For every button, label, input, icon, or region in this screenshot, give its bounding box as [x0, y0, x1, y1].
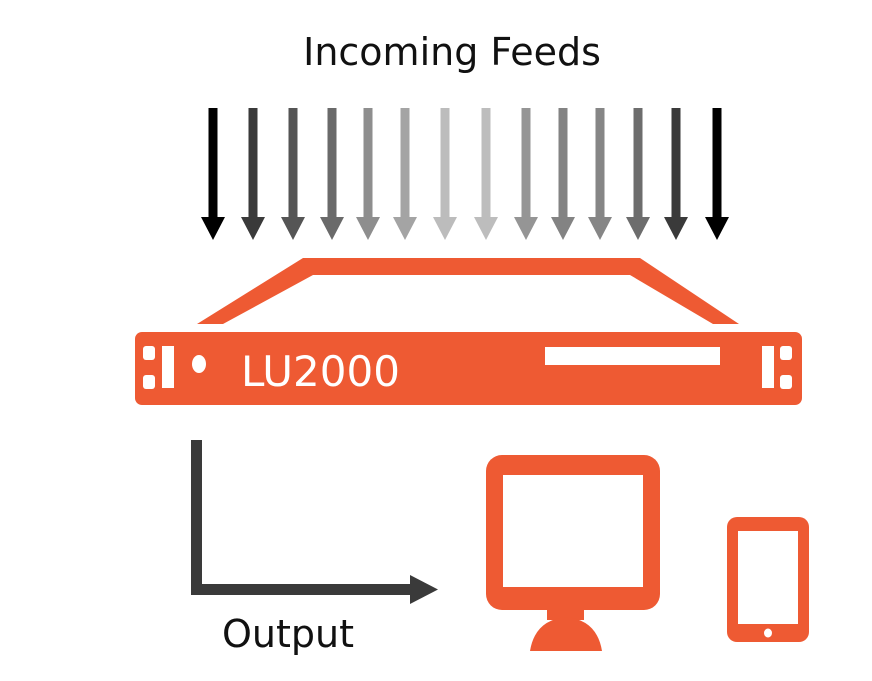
rack-ear-hole	[143, 375, 155, 389]
incoming-feeds-title: Incoming Feeds	[303, 30, 601, 74]
rack-ear-hole	[780, 375, 792, 389]
feed-arrow	[551, 108, 575, 240]
rack-bar-left	[162, 346, 174, 388]
lu2000-rack-unit: LU2000	[135, 332, 802, 405]
mobile-phone-icon	[727, 517, 809, 642]
feed-arrow	[433, 108, 457, 240]
feed-arrow	[320, 108, 344, 240]
rack-bar-right	[762, 346, 774, 388]
output-arrow	[191, 440, 438, 604]
rack-body	[135, 332, 802, 405]
power-led-icon	[192, 355, 206, 373]
feed-arrow	[393, 108, 417, 240]
feed-arrow	[588, 108, 612, 240]
phone-screen	[738, 531, 798, 624]
device-label: LU2000	[241, 347, 400, 396]
monitor-screen	[503, 475, 643, 587]
monitor-neck	[547, 605, 584, 620]
feed-arrow	[281, 108, 305, 240]
feed-arrow	[626, 108, 650, 240]
rack-ear-hole	[780, 346, 792, 360]
monitor-stand	[530, 617, 602, 651]
feed-arrow	[705, 108, 729, 240]
desktop-monitor-icon	[486, 455, 660, 651]
rack-handle	[197, 258, 739, 324]
output-arrow-horizontal	[191, 584, 411, 595]
feed-arrow	[356, 108, 380, 240]
display-slot	[545, 347, 720, 365]
output-label: Output	[222, 612, 354, 656]
feed-arrow	[201, 108, 225, 240]
feed-arrow	[664, 108, 688, 240]
feed-arrow	[241, 108, 265, 240]
incoming-feed-arrows	[201, 108, 729, 240]
phone-home-button	[764, 628, 772, 638]
feed-arrow	[474, 108, 498, 240]
output-arrow-head	[410, 575, 438, 604]
rack-ear-hole	[143, 346, 155, 360]
feed-arrow	[514, 108, 538, 240]
output-arrow-vertical	[191, 440, 202, 595]
